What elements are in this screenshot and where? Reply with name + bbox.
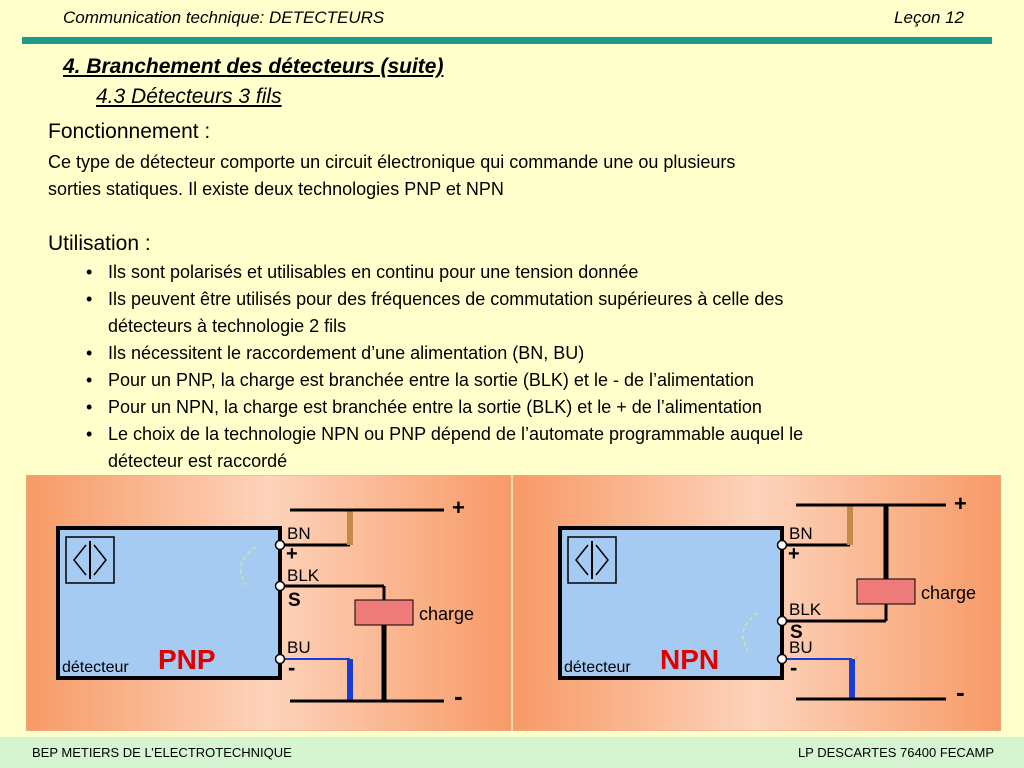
fonctionnement-line-2: sorties statiques. Il existe deux techno… xyxy=(48,179,504,199)
bullet-item: Le choix de la technologie NPN ou PNP dé… xyxy=(84,421,1004,475)
fonctionnement-heading: Fonctionnement : xyxy=(48,120,211,143)
pnp-supply-minus: - xyxy=(454,681,463,711)
utilisation-heading: Utilisation : xyxy=(48,232,151,255)
header-rule xyxy=(22,37,992,44)
pnp-pin-plus: + xyxy=(286,543,298,565)
npn-pin-s: S xyxy=(790,622,803,643)
npn-pin-plus: + xyxy=(788,543,800,565)
pnp-detection-arc-icon xyxy=(240,546,257,586)
bullet-text-continued: détecteurs à technologie 2 fils xyxy=(108,316,347,336)
npn-label-blk: BLK xyxy=(789,600,822,619)
npn-label-bn: BN xyxy=(789,524,813,543)
npn-charge-label: charge xyxy=(921,583,976,603)
bullet-text: Pour un PNP, la charge est branchée entr… xyxy=(108,370,755,390)
npn-pin-minus: - xyxy=(790,655,797,680)
bullet-item: Ils sont polarisés et utilisables en con… xyxy=(84,259,1004,286)
pnp-detector-label: détecteur xyxy=(62,659,129,676)
npn-sensor-symbol-icon xyxy=(567,536,617,584)
npn-supply-plus: + xyxy=(954,491,967,516)
bullet-item: Pour un PNP, la charge est branchée entr… xyxy=(84,367,1004,394)
npn-detection-arc-icon xyxy=(742,612,759,652)
pnp-supply-plus: + xyxy=(452,495,465,520)
pnp-pin-s: S xyxy=(288,590,301,611)
pnp-detector-body xyxy=(56,526,282,680)
npn-label-bu: BU xyxy=(789,638,813,657)
pnp-label-bn: BN xyxy=(287,524,311,543)
bullet-text-continued: détecteur est raccordé xyxy=(108,451,288,471)
bullet-text: Ils sont polarisés et utilisables en con… xyxy=(108,262,639,282)
bullet-text: Le choix de la technologie NPN ou PNP dé… xyxy=(108,424,804,444)
utilisation-list: Ils sont polarisés et utilisables en con… xyxy=(84,259,1004,475)
pnp-diagram: BN + BLK S BU - charge + - détecteur PNP xyxy=(26,475,512,731)
bullet-text: Pour un NPN, la charge est branchée entr… xyxy=(108,397,762,417)
header-right: Leçon 12 xyxy=(894,8,964,27)
bullet-text: Ils nécessitent le raccordement d’une al… xyxy=(108,343,585,363)
fonctionnement-line-1: Ce type de détecteur comporte un circuit… xyxy=(48,152,736,172)
header-left: Communication technique: DETECTEURS xyxy=(63,8,385,27)
bullet-text: Ils peuvent être utilisés pour des fréqu… xyxy=(108,289,784,309)
npn-diagram: BN + BLK S BU - charge + - détecteur NPN xyxy=(512,475,1001,731)
npn-charge xyxy=(856,578,916,605)
footer-right: LP DESCARTES 76400 FECAMP xyxy=(797,745,994,760)
pnp-label-bu: BU xyxy=(287,638,311,657)
npn-type-label: NPN xyxy=(660,644,719,675)
bullet-item: Pour un NPN, la charge est branchée entr… xyxy=(84,394,1004,421)
wiring-diagrams: BN + BLK S BU - charge + - détecteur PNP xyxy=(26,475,1001,731)
pnp-charge xyxy=(354,599,414,626)
pnp-pin-minus: - xyxy=(288,655,295,680)
npn-supply-minus: - xyxy=(956,677,965,707)
npn-detector-label: détecteur xyxy=(564,659,631,676)
fonctionnement-paragraph: Ce type de détecteur comporte un circuit… xyxy=(48,149,968,203)
pnp-sensor-symbol-icon xyxy=(65,536,115,584)
pnp-label-blk: BLK xyxy=(287,566,320,585)
pnp-type-label: PNP xyxy=(158,644,216,675)
footer-band xyxy=(0,737,1024,768)
pnp-charge-label: charge xyxy=(419,604,474,624)
subsection-title: 4.3 Détecteurs 3 fils xyxy=(96,85,282,108)
npn-detector-body xyxy=(558,526,784,680)
section-title: 4. Branchement des détecteurs (suite) xyxy=(63,55,444,78)
bullet-item: Ils nécessitent le raccordement d’une al… xyxy=(84,340,1004,367)
bullet-item: Ils peuvent être utilisés pour des fréqu… xyxy=(84,286,1004,340)
footer-left: BEP METIERS DE L’ELECTROTECHNIQUE xyxy=(32,745,292,760)
